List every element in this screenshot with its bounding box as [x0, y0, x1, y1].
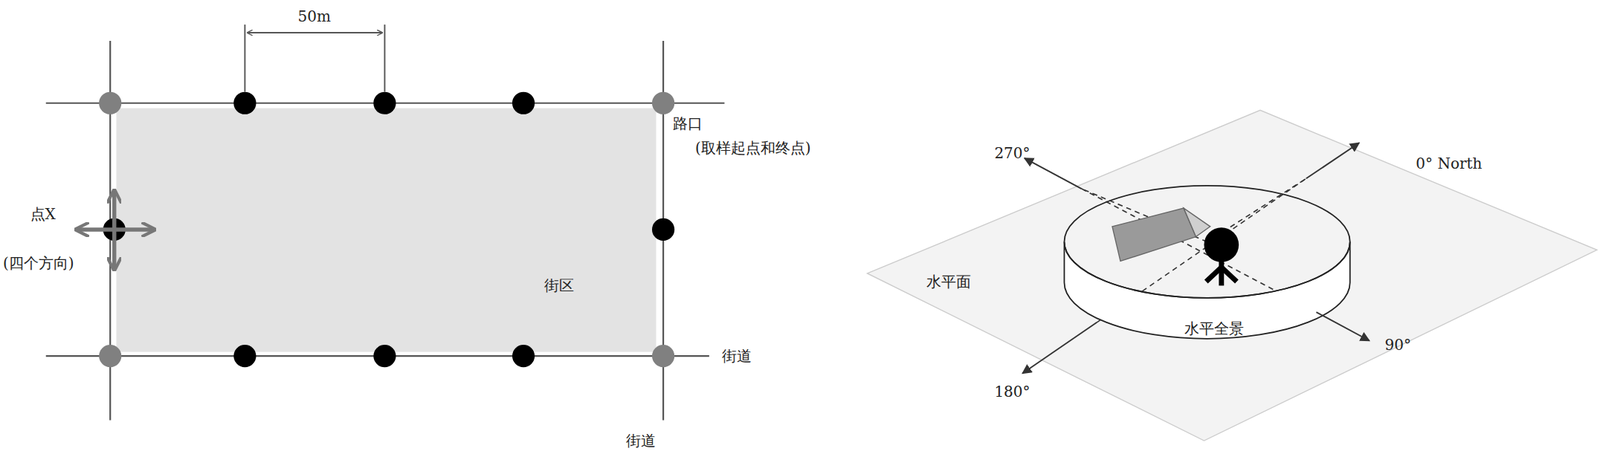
- view-wedge-side: [1183, 208, 1211, 237]
- street-label: 街道: [721, 347, 752, 366]
- block-fill: [115, 108, 656, 353]
- streets: [46, 40, 725, 421]
- panorama-rim: [1063, 185, 1350, 299]
- plane-label: 水平面: [926, 272, 972, 291]
- axes-solid: [1022, 142, 1370, 374]
- note-label: (四个方向): [2, 254, 75, 273]
- street-label: 街道: [626, 431, 656, 450]
- sample-points: [103, 92, 676, 369]
- four-direction-arrows: [77, 191, 154, 269]
- dimension-label: 50m: [297, 7, 331, 26]
- horizontal-plane: [867, 110, 1598, 441]
- angle-label: 90°: [1385, 336, 1412, 354]
- dimension-50m: [244, 24, 385, 93]
- angle-label: 180°: [994, 382, 1030, 401]
- point-label: 点X: [30, 205, 56, 224]
- view-wedge: [1112, 208, 1197, 261]
- panorama-label: 水平全景: [1184, 319, 1244, 338]
- intersection-label: 路口: [672, 114, 703, 133]
- block-label: 街区: [544, 276, 574, 295]
- note-label: (取样起点和终点): [695, 139, 812, 157]
- panorama-band: [1063, 241, 1350, 339]
- angle-label: 0° North: [1415, 154, 1482, 173]
- observer: [1203, 227, 1239, 286]
- intersection-dots: [98, 92, 675, 369]
- angle-label: 270°: [994, 144, 1030, 163]
